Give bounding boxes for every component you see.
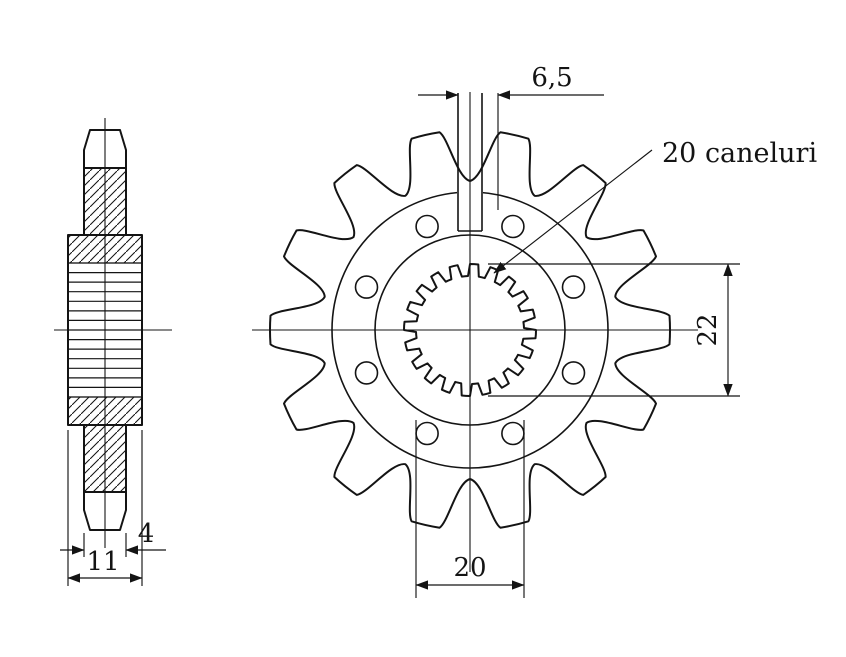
dimension-value-top-offset: 6,5 xyxy=(531,63,572,93)
dimension-value-hub-width: 11 xyxy=(86,547,119,577)
dimension-hub-width: 11 xyxy=(67,430,143,586)
lightening-hole xyxy=(354,275,379,299)
lightening-hole xyxy=(415,421,439,446)
side-view xyxy=(54,118,172,548)
lightening-hole xyxy=(501,421,525,446)
leader-line xyxy=(493,149,653,274)
spline-note: 20 caneluri xyxy=(493,138,817,274)
dimension-value-spline-inner: 20 xyxy=(453,553,486,583)
dimension-value-plate-thickness: 4 xyxy=(138,519,155,549)
lightening-hole xyxy=(561,275,586,299)
dimension-spline-outer: 22 xyxy=(488,263,740,397)
lightening-hole xyxy=(501,214,525,239)
bolt-holes xyxy=(354,214,586,446)
lightening-hole xyxy=(415,214,439,239)
spline-note-label: 20 caneluri xyxy=(662,138,817,169)
lightening-hole xyxy=(354,361,379,385)
dimension-top-offset: 6,5 xyxy=(418,63,604,210)
dimension-value-spline-outer: 22 xyxy=(693,313,723,346)
lightening-hole xyxy=(561,361,586,385)
dimension-spline-inner: 20 xyxy=(415,420,525,598)
front-view xyxy=(252,92,698,572)
